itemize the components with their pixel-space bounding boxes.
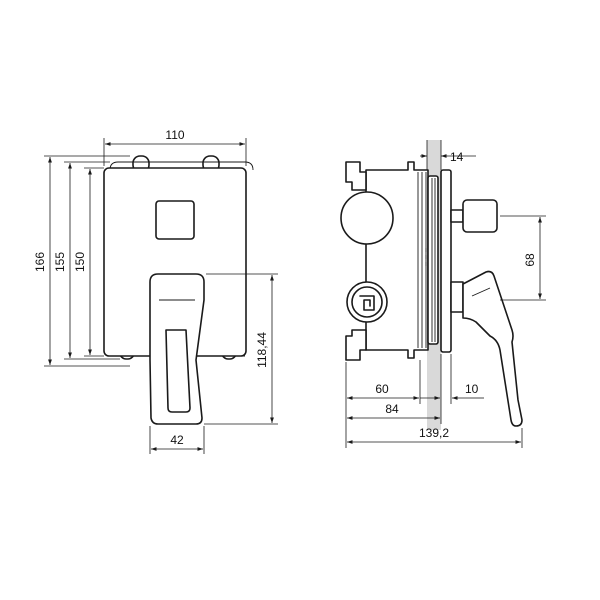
dim-110-label: 110 [165,128,184,142]
dim-60: 60 [345,360,421,448]
dim-139-2: 139,2 [347,426,523,448]
dim-60-label: 60 [375,382,389,396]
dim-84-label: 84 [385,402,399,416]
dim-68: 68 [500,215,546,301]
dim-139-2-label: 139,2 [419,426,449,440]
cartridge-circle [340,191,394,245]
dim-118-44-label: 118,44 [255,332,269,368]
cover-plate-side [440,169,452,353]
diverter-knob-side [450,199,498,233]
dim-166: 166 [33,155,130,367]
threaded-collar [417,172,439,348]
outlet-connector [346,281,388,323]
dim-150-label: 150 [73,252,87,272]
dim-166-label: 166 [33,252,47,272]
dim-118-44: 118,44 [204,273,278,425]
dim-110: 110 [103,128,247,166]
handle-lever-side [450,270,523,427]
dim-14-label: 14 [450,150,464,164]
handle-lever-front [149,273,205,425]
side-view: 14 68 60 84 10 [340,140,546,448]
dim-155: 155 [53,161,120,360]
dim-42: 42 [149,426,205,454]
dim-14: 14 [420,140,476,170]
diverter-knob [155,200,195,240]
front-view: 110 166 155 150 118,44 [33,128,278,454]
dim-10: 10 [420,354,484,404]
dim-10-label: 10 [465,382,479,396]
dim-68-label: 68 [523,253,537,267]
dim-155-label: 155 [53,252,67,272]
dim-84: 84 [347,354,442,424]
valve-body [340,161,439,361]
dim-42-label: 42 [170,433,184,447]
dim-150: 150 [73,167,104,357]
